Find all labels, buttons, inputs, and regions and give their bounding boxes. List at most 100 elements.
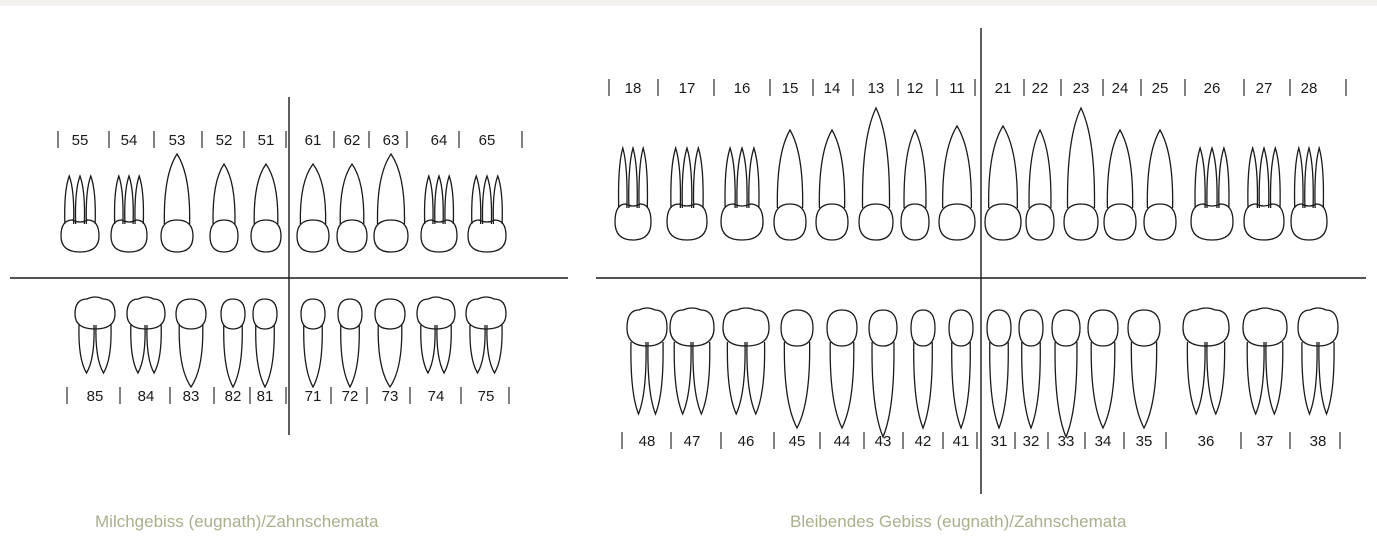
tooth-label-23: 23 xyxy=(1073,80,1090,97)
tooth-72 xyxy=(338,299,362,387)
tooth-18 xyxy=(615,148,651,240)
tooth-28 xyxy=(1291,148,1327,240)
tooth-12 xyxy=(901,130,929,240)
tooth-label-53: 53 xyxy=(169,132,186,149)
tooth-53 xyxy=(161,154,193,252)
tooth-75 xyxy=(466,297,506,373)
tooth-71 xyxy=(301,299,325,387)
tooth-13 xyxy=(859,108,893,240)
tooth-11 xyxy=(939,126,975,240)
tooth-22 xyxy=(1026,130,1054,240)
tooth-41 xyxy=(949,310,973,428)
tooth-25 xyxy=(1144,130,1176,240)
tooth-label-22: 22 xyxy=(1032,80,1049,97)
tooth-64 xyxy=(421,176,457,252)
tooth-34 xyxy=(1088,310,1118,428)
tooth-label-13: 13 xyxy=(868,80,885,97)
tooth-26 xyxy=(1191,148,1233,240)
tooth-label-41: 41 xyxy=(953,433,970,450)
tooth-label-15: 15 xyxy=(782,80,799,97)
tooth-label-25: 25 xyxy=(1152,80,1169,97)
tooth-31 xyxy=(987,310,1011,428)
tooth-label-73: 73 xyxy=(382,388,399,405)
tooth-label-34: 34 xyxy=(1095,433,1112,450)
tooth-label-63: 63 xyxy=(383,132,400,149)
tooth-62 xyxy=(337,164,367,252)
tooth-label-12: 12 xyxy=(907,80,924,97)
tooth-label-31: 31 xyxy=(991,433,1008,450)
tooth-label-47: 47 xyxy=(684,433,701,450)
tooth-label-51: 51 xyxy=(258,132,275,149)
tooth-label-24: 24 xyxy=(1112,80,1129,97)
tooth-24 xyxy=(1104,130,1136,240)
tooth-label-82: 82 xyxy=(225,388,242,405)
tooth-label-65: 65 xyxy=(479,132,496,149)
tooth-label-37: 37 xyxy=(1257,433,1274,450)
tooth-84 xyxy=(127,297,165,373)
tooth-23 xyxy=(1064,108,1098,240)
tooth-63 xyxy=(374,154,408,252)
tooth-27 xyxy=(1244,148,1284,240)
tooth-label-45: 45 xyxy=(789,433,806,450)
tooth-65 xyxy=(468,176,506,252)
tooth-label-62: 62 xyxy=(344,132,361,149)
tooth-label-11: 11 xyxy=(949,80,965,97)
tooth-82 xyxy=(221,299,245,387)
tooth-label-28: 28 xyxy=(1301,80,1318,97)
tooth-label-52: 52 xyxy=(216,132,233,149)
tooth-label-75: 75 xyxy=(478,388,495,405)
tooth-46 xyxy=(723,308,769,414)
tooth-43 xyxy=(869,310,897,437)
tooth-label-81: 81 xyxy=(257,388,274,405)
tooth-83 xyxy=(176,299,206,387)
tooth-label-42: 42 xyxy=(915,433,932,450)
tooth-15 xyxy=(774,130,806,240)
tooth-label-38: 38 xyxy=(1310,433,1327,450)
tooth-label-46: 46 xyxy=(738,433,755,450)
tooth-label-48: 48 xyxy=(639,433,656,450)
tooth-label-27: 27 xyxy=(1256,80,1273,97)
tooth-38 xyxy=(1298,308,1338,414)
permanent-dentition-caption: Bleibendes Gebiss (eugnath)/Zahnschemata xyxy=(790,512,1126,532)
tooth-42 xyxy=(911,310,935,428)
tooth-label-21: 21 xyxy=(995,80,1012,97)
tooth-48 xyxy=(627,308,667,414)
tooth-label-72: 72 xyxy=(342,388,359,405)
tooth-52 xyxy=(210,164,238,252)
tooth-61 xyxy=(297,164,329,252)
tooth-81 xyxy=(253,299,277,387)
tooth-label-71: 71 xyxy=(305,388,322,405)
tooth-label-18: 18 xyxy=(625,80,642,97)
tooth-label-55: 55 xyxy=(72,132,89,149)
tooth-32 xyxy=(1019,310,1043,428)
tooth-55 xyxy=(61,176,99,252)
tooth-label-61: 61 xyxy=(305,132,322,149)
tooth-label-44: 44 xyxy=(834,433,851,450)
tooth-label-32: 32 xyxy=(1023,433,1040,450)
tooth-21 xyxy=(985,126,1021,240)
tooth-51 xyxy=(251,164,281,252)
tooth-label-16: 16 xyxy=(734,80,751,97)
tooth-47 xyxy=(670,308,714,414)
primary-dentition-caption: Milchgebiss (eugnath)/Zahnschemata xyxy=(95,512,378,532)
tooth-16 xyxy=(721,148,763,240)
tooth-label-26: 26 xyxy=(1204,80,1221,97)
tooth-label-84: 84 xyxy=(138,388,155,405)
tooth-37 xyxy=(1243,308,1287,414)
tooth-35 xyxy=(1128,310,1160,428)
tooth-label-17: 17 xyxy=(679,80,696,97)
tooth-label-35: 35 xyxy=(1136,433,1153,450)
tooth-label-54: 54 xyxy=(121,132,138,149)
tooth-17 xyxy=(667,148,707,240)
tooth-label-64: 64 xyxy=(431,132,448,149)
tooth-33 xyxy=(1052,310,1080,437)
tooth-44 xyxy=(827,310,857,428)
tooth-label-83: 83 xyxy=(183,388,200,405)
tooth-label-14: 14 xyxy=(824,80,841,97)
tooth-label-85: 85 xyxy=(87,388,104,405)
tooth-label-36: 36 xyxy=(1198,433,1215,450)
tooth-45 xyxy=(781,310,813,428)
tooth-54 xyxy=(111,176,147,252)
